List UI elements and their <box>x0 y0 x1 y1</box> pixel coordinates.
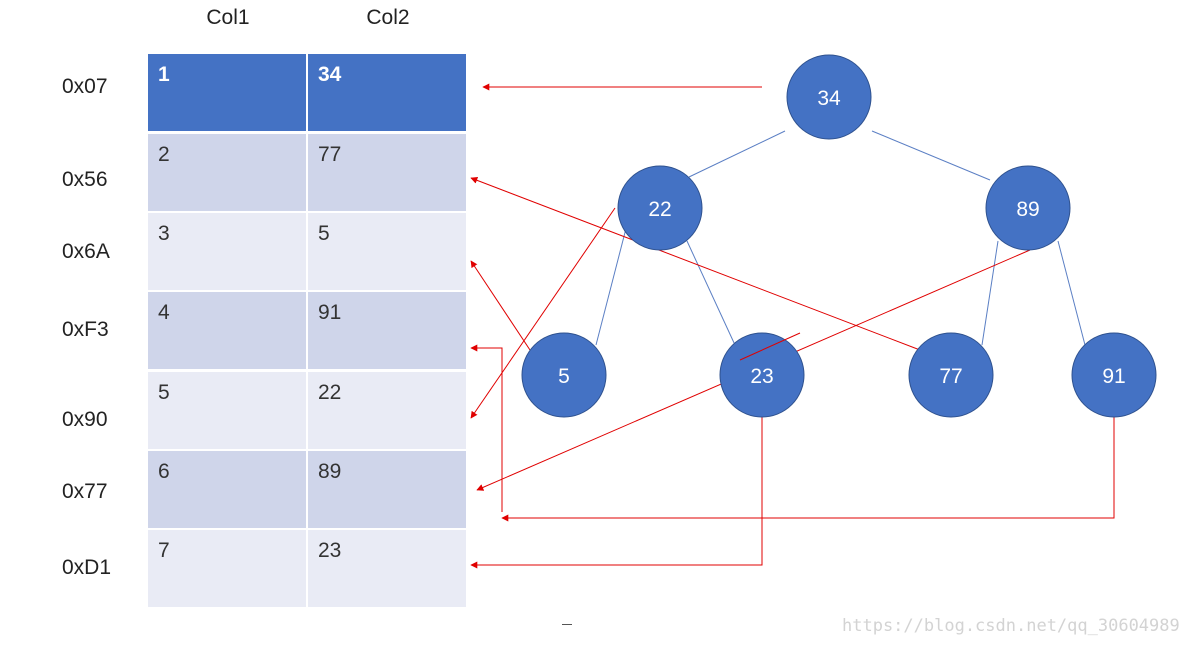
node-label: 23 <box>750 365 773 388</box>
tree-node: 34 <box>786 54 872 140</box>
pointer-arrows <box>470 83 1115 569</box>
address-label: 0x77 <box>62 480 108 503</box>
node-circle <box>617 165 703 251</box>
address-label: 0xF3 <box>62 318 109 341</box>
node-circle <box>908 332 994 418</box>
column-header-col2: Col2 <box>366 6 410 29</box>
arrow <box>470 417 763 569</box>
table-cell-col1: 6 <box>148 451 306 528</box>
arrow <box>470 344 503 430</box>
tree-edges <box>595 130 1086 346</box>
table-cell-col1: 1 <box>148 54 306 131</box>
node-label: 91 <box>1102 365 1125 388</box>
address-label: 0x90 <box>62 408 108 431</box>
watermark: https://blog.csdn.net/qq_30604989 <box>842 616 1180 636</box>
node-label: 34 <box>817 87 841 110</box>
table-row: 7 23 <box>148 530 468 607</box>
node-circle <box>1071 332 1157 418</box>
tree-edge <box>686 240 736 346</box>
table-cell-col2: 91 <box>308 292 466 369</box>
table-cell-col1: 7 <box>148 530 306 607</box>
address-label: 0xD1 <box>62 556 112 579</box>
table-row: 5 22 <box>148 372 468 449</box>
table-cell-col1: 2 <box>148 134 306 211</box>
arrow <box>470 260 531 351</box>
table-row: 2 77 <box>148 134 468 211</box>
arrow <box>501 417 1115 522</box>
node-label: 5 <box>558 365 570 388</box>
tree-node: 5 <box>521 332 607 418</box>
address-label: 0x56 <box>62 168 108 191</box>
node-circle <box>786 54 872 140</box>
table-row: 3 5 <box>148 213 468 290</box>
table-cell-col2: 23 <box>308 530 466 607</box>
table-cell-col2: 5 <box>308 213 466 290</box>
table-row: 4 91 <box>148 292 468 369</box>
node-circle <box>521 332 607 418</box>
table-cell-col2: 89 <box>308 451 466 528</box>
node-label: 22 <box>648 198 671 221</box>
tree-edge <box>1057 240 1086 346</box>
node-label: 89 <box>1016 198 1039 221</box>
table-row: 1 34 <box>148 54 468 131</box>
tree-node: 77 <box>908 332 994 418</box>
node-circle <box>985 165 1071 251</box>
tree-edge <box>595 212 631 346</box>
address-label: 0x07 <box>62 75 108 98</box>
table-cell-col2: 77 <box>308 134 466 211</box>
column-header-col1: Col1 <box>206 6 250 29</box>
tree-node: 89 <box>985 165 1071 251</box>
arrow <box>470 207 616 419</box>
table-cell-col2: 22 <box>308 372 466 449</box>
address-label: 0x6A <box>62 240 110 263</box>
tree-edge <box>688 130 786 178</box>
table-row: 6 89 <box>148 451 468 528</box>
tree-node: 22 <box>617 165 703 251</box>
table-cell-col2: 34 <box>308 54 466 131</box>
arrow-overlay <box>739 332 801 361</box>
tree-edge <box>871 130 991 181</box>
tree-node: 23 <box>719 332 805 418</box>
node-label: 77 <box>939 365 962 388</box>
arrow <box>470 176 921 351</box>
node-circle <box>719 332 805 418</box>
table-cell-col1: 5 <box>148 372 306 449</box>
table-cell-col1: 4 <box>148 292 306 369</box>
tree-edge <box>981 240 999 346</box>
tree-node: 91 <box>1071 332 1157 418</box>
text-cursor-mark <box>562 624 572 625</box>
table-cell-col1: 3 <box>148 213 306 290</box>
